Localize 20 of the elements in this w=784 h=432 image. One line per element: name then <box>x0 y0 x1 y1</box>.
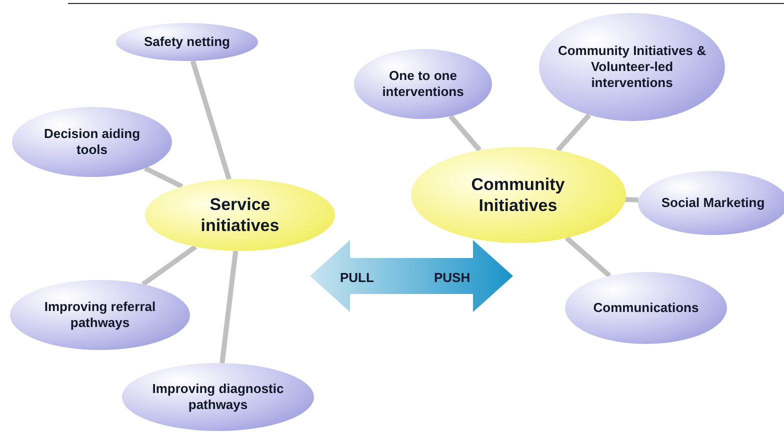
node-label: Social Marketing <box>660 194 766 212</box>
connector-line <box>142 244 197 286</box>
node-label: Improving diagnostic pathways <box>151 380 285 414</box>
node-label: One to one interventions <box>381 68 465 100</box>
node-label: Communications <box>592 300 700 316</box>
node-label: Service initiatives <box>200 194 280 236</box>
connector-line <box>564 236 612 278</box>
connector-line <box>144 166 184 189</box>
connector-line <box>190 60 232 180</box>
connector-line <box>220 250 238 364</box>
node-label: Safety netting <box>143 34 231 50</box>
node-label: Community Initiatives & Volunteer-led interventions <box>557 42 707 92</box>
node-label: Community Initiatives <box>470 174 566 216</box>
connector-line <box>624 196 638 202</box>
connector-line <box>448 114 482 152</box>
node-label: Decision aiding tools <box>42 126 142 158</box>
node-label: Improving referral pathways <box>43 298 157 332</box>
arrow-label: PULL <box>340 269 374 287</box>
arrow-label: PUSH <box>434 269 470 287</box>
connector-line <box>556 113 592 152</box>
